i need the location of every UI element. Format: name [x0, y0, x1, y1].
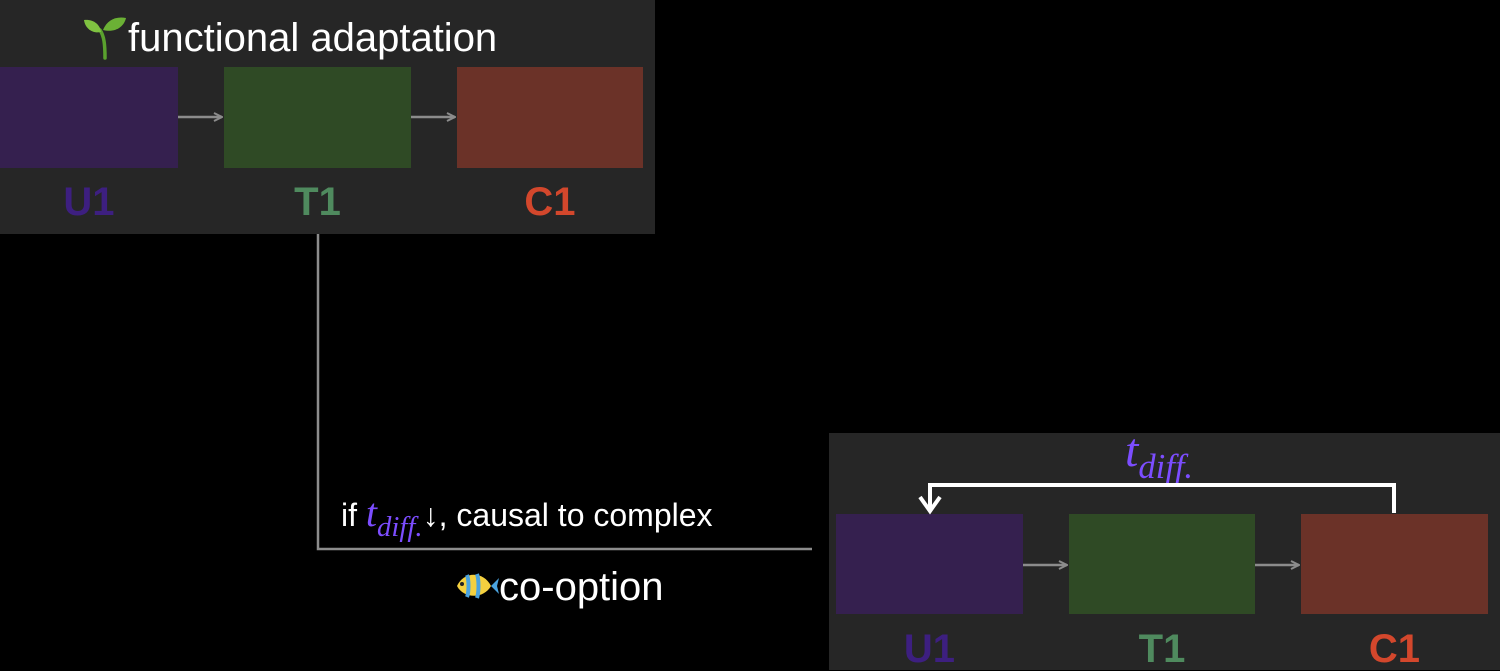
- u1-box: [836, 514, 1023, 614]
- co-option-panel: U1 T1 C1 tdiff.: [829, 424, 1500, 671]
- t1-label: T1: [1138, 627, 1186, 671]
- c1-box: [457, 67, 643, 168]
- feedback-arrowhead-icon: [918, 495, 942, 515]
- t1-box: [1069, 514, 1255, 614]
- c1-box: [1301, 514, 1488, 614]
- c1-label: C1: [1368, 627, 1421, 671]
- t1-box: [224, 67, 411, 168]
- u1-label: U1: [903, 627, 956, 671]
- functional-adaptation-title: functional adaptation: [82, 14, 497, 67]
- t1-label: T1: [294, 180, 341, 224]
- seedling-icon: [82, 14, 128, 67]
- co-option-title: co-option: [453, 566, 664, 613]
- tropical-fish-icon: [453, 566, 499, 613]
- feedback-arrow: [928, 483, 1396, 513]
- functional-adaptation-panel: functional adaptation U1 T1 C1: [0, 0, 655, 234]
- u1-box: [0, 67, 178, 168]
- c1-label: C1: [524, 180, 576, 224]
- u1-label: U1: [63, 180, 115, 224]
- feedback-label: tdiff.: [1125, 424, 1194, 487]
- connector-caption: if tdiff.↓, causal to complex: [341, 490, 713, 544]
- co-option-connector-line: [316, 234, 812, 551]
